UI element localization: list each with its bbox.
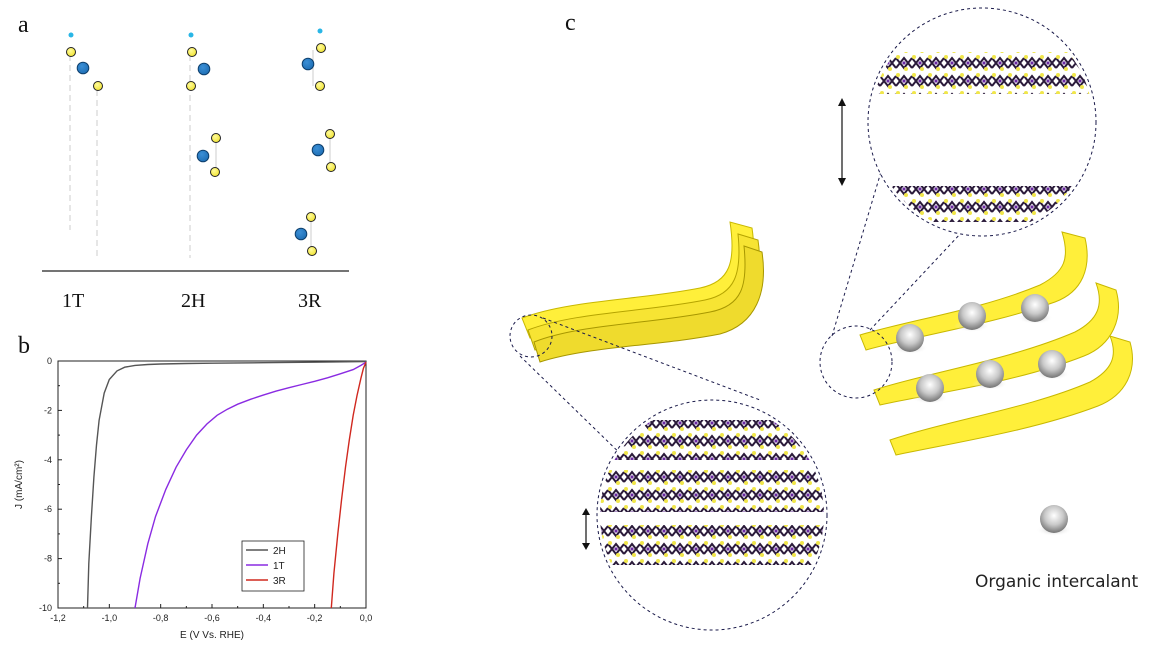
- zoom-marker-right: [819, 325, 893, 399]
- metal-atom: [76, 61, 90, 75]
- phase-label-1T: 1T: [62, 290, 85, 312]
- panel-label-c: c: [565, 10, 576, 36]
- zoom-intercalated-lattice: [867, 7, 1097, 237]
- chart-legend: 2H 1T 3R: [241, 540, 305, 592]
- x-tick-label: -1,0: [102, 613, 118, 623]
- series-line-1T: [134, 361, 367, 609]
- y-tick-label: -10: [39, 603, 52, 613]
- zoom-guide: [519, 355, 633, 466]
- metal-atom: [301, 57, 315, 71]
- lsv-chart: -1,2 -1,0 -0,8 -0,6 -0,4 -0,2 0,0 0 -2 -4 -6 -8 -10E…: [14, 356, 372, 641]
- phase-label-3R: 3R: [298, 290, 322, 312]
- chart-axes: -1,2 -1,0 -0,8 -0,6 -0,4 -0,2 0,0 0 -2 -4 -6 -8 -10E…: [14, 356, 372, 641]
- metal-atom: [197, 62, 211, 76]
- chalcogen-atom: [325, 129, 335, 139]
- intercalant-legend-icon: [1036, 505, 1072, 536]
- x-tick-label: -1,2: [50, 613, 66, 623]
- intercalated-layer-stack: [859, 231, 1133, 456]
- reference-dot: [68, 32, 74, 38]
- x-tick-label: -0,2: [307, 613, 323, 623]
- y-tick-label: -4: [44, 455, 52, 465]
- legend-label-2H: 2H: [273, 546, 286, 557]
- y-tick-label: -8: [44, 554, 52, 564]
- y-tick-label: -6: [44, 504, 52, 514]
- spacing-arrow-small: [582, 508, 590, 550]
- plot-frame: [57, 360, 367, 609]
- chalcogen-atom: [93, 81, 103, 91]
- chalcogen-atom: [66, 47, 76, 57]
- chalcogen-atom: [186, 81, 196, 91]
- chalcogen-atom: [316, 43, 326, 53]
- metal-atom: [196, 149, 210, 163]
- metal-atom: [311, 143, 325, 157]
- spacing-arrow-large: [838, 98, 846, 186]
- y-axis-label: J (mA/cm²): [14, 460, 25, 509]
- x-tick-label: -0,4: [256, 613, 272, 623]
- x-tick-label: -0,8: [153, 613, 169, 623]
- intercalant-caption: Organic intercalant: [975, 572, 1139, 592]
- intercalant-molecules: [892, 294, 1070, 404]
- legend-label-1T: 1T: [273, 561, 285, 572]
- chalcogen-atom: [187, 47, 197, 57]
- phase-label-2H: 2H: [181, 290, 206, 312]
- stacking-schematic: [42, 28, 349, 272]
- zoom-bulk-lattice: [596, 399, 828, 631]
- x-tick-label: -0,6: [204, 613, 220, 623]
- zoom-guide: [831, 67, 913, 337]
- panel-label-a: a: [18, 12, 29, 38]
- x-tick-label: 0,0: [360, 613, 373, 623]
- y-tick-label: -2: [44, 405, 52, 415]
- chalcogen-atom: [326, 162, 336, 172]
- chalcogen-atom: [306, 212, 316, 222]
- legend-label-3R: 3R: [273, 576, 286, 587]
- chalcogen-atom: [307, 246, 317, 256]
- chalcogen-atom: [210, 167, 220, 177]
- chalcogen-atom: [315, 81, 325, 91]
- reference-dot: [317, 28, 323, 34]
- bulk-layer-stack: [521, 221, 764, 363]
- y-tick-label: 0: [47, 356, 52, 366]
- zoom-guide: [869, 231, 963, 331]
- zoom-marker-left: [509, 314, 553, 358]
- series-line-3R: [330, 361, 367, 609]
- series-line-2H: [86, 360, 367, 609]
- panel-label-b: b: [18, 333, 30, 359]
- x-axis-label: E (V Vs. RHE): [180, 630, 244, 641]
- zoom-guide: [542, 317, 761, 401]
- metal-atom: [294, 227, 308, 241]
- chalcogen-atom: [211, 133, 221, 143]
- chart-series: [86, 360, 367, 609]
- reference-dot: [188, 32, 194, 38]
